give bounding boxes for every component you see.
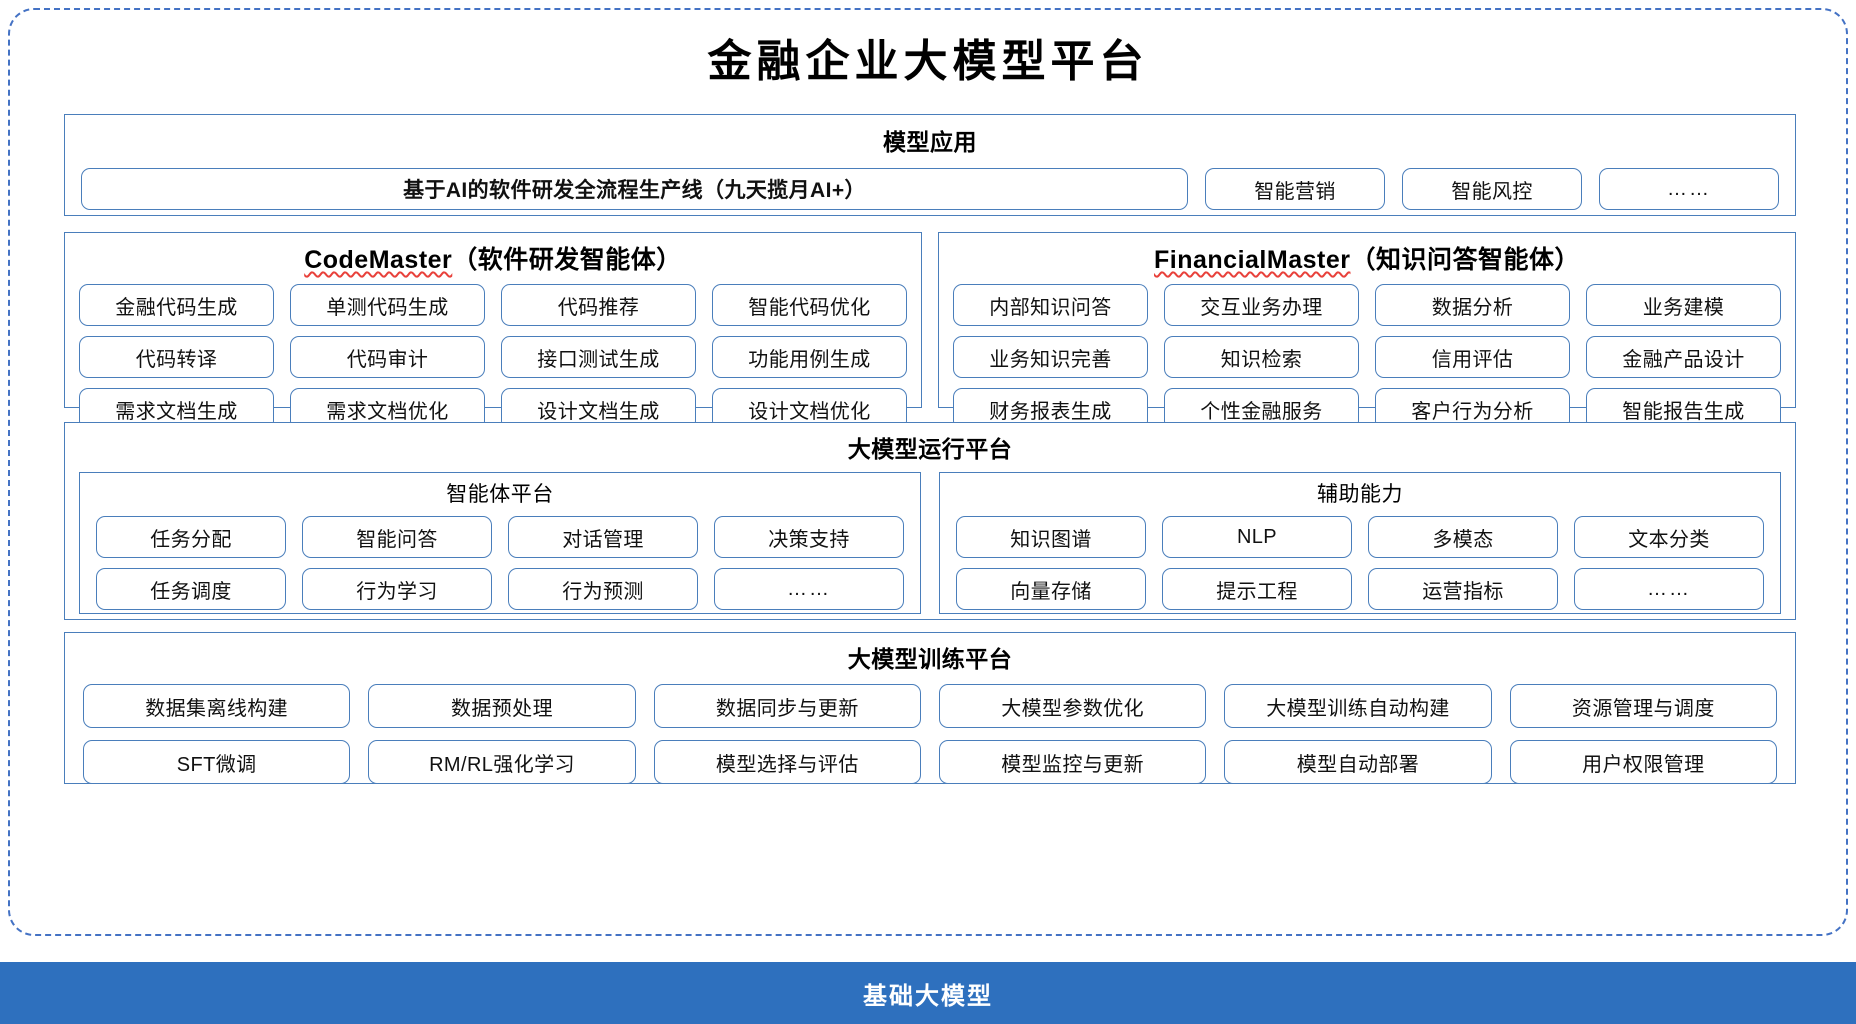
codemaster-title-cn: （软件研发智能体） [452,246,682,274]
chip-more-applications[interactable]: …… [1599,168,1779,210]
codemaster-panel: CodeMaster（软件研发智能体） 金融代码生成 单测代码生成 代码推荐 智… [64,232,922,430]
chip-codemaster-7[interactable]: 功能用例生成 [712,336,907,378]
agent-platform-subpanel: 智能体平台 任务分配 智能问答 对话管理 决策支持 任务调度 行为学习 行为预测… [79,472,921,614]
chip-ai-software-pipeline[interactable]: 基于AI的软件研发全流程生产线（九天揽月AI+） [81,168,1188,210]
chip-codemaster-5[interactable]: 代码审计 [290,336,485,378]
chip-agent-platform-0[interactable]: 任务分配 [96,516,286,558]
chip-codemaster-4[interactable]: 代码转译 [79,336,274,378]
chip-training-0[interactable]: 数据集离线构建 [83,684,351,728]
chip-auxiliary-0[interactable]: 知识图谱 [956,516,1146,558]
chip-agent-platform-1[interactable]: 智能问答 [302,516,492,558]
training-platform-chip-grid: 数据集离线构建 数据预处理 数据同步与更新 大模型参数优化 大模型训练自动构建 … [83,684,1777,784]
chip-financialmaster-6[interactable]: 信用评估 [1375,336,1570,378]
base-model-label: 基础大模型 [863,982,993,1010]
auxiliary-capability-title: 辅助能力 [1317,483,1403,506]
agent-platform-chip-grid: 任务分配 智能问答 对话管理 决策支持 任务调度 行为学习 行为预测 …… [96,516,904,610]
chip-codemaster-1[interactable]: 单测代码生成 [290,284,485,326]
chip-agent-platform-2[interactable]: 对话管理 [508,516,698,558]
financialmaster-title: FinancialMaster（知识问答智能体） [953,240,1781,276]
page-title: 金融企业大模型平台 [707,37,1149,86]
financialmaster-panel: FinancialMaster（知识问答智能体） 内部知识问答 交互业务办理 数… [938,232,1796,430]
training-platform-title: 大模型训练平台 [847,646,1013,672]
chip-financialmaster-3[interactable]: 业务建模 [1586,284,1781,326]
runtime-platform-title: 大模型运行平台 [847,436,1013,462]
base-model-band: 基础大模型 [0,962,1856,1024]
auxiliary-capability-subpanel: 辅助能力 知识图谱 NLP 多模态 文本分类 向量存储 提示工程 运营指标 …… [939,472,1781,614]
auxiliary-capability-chip-grid: 知识图谱 NLP 多模态 文本分类 向量存储 提示工程 运营指标 …… [956,516,1764,610]
chip-auxiliary-more[interactable]: …… [1574,568,1764,610]
chip-agent-platform-3[interactable]: 决策支持 [714,516,904,558]
chip-training-11[interactable]: 用户权限管理 [1509,740,1777,784]
chip-auxiliary-4[interactable]: 向量存储 [956,568,1146,610]
chip-financialmaster-0[interactable]: 内部知识问答 [953,284,1148,326]
chip-financialmaster-4[interactable]: 业务知识完善 [953,336,1148,378]
runtime-subsections-row: 智能体平台 任务分配 智能问答 对话管理 决策支持 任务调度 行为学习 行为预测… [79,472,1781,614]
chip-training-9[interactable]: 模型监控与更新 [939,740,1207,784]
chip-training-1[interactable]: 数据预处理 [368,684,636,728]
chip-training-5[interactable]: 资源管理与调度 [1509,684,1777,728]
financialmaster-chip-grid: 内部知识问答 交互业务办理 数据分析 业务建模 业务知识完善 知识检索 信用评估… [953,284,1781,430]
codemaster-chip-grid: 金融代码生成 单测代码生成 代码推荐 智能代码优化 代码转译 代码审计 接口测试… [79,284,907,430]
chip-training-8[interactable]: 模型选择与评估 [653,740,921,784]
chip-codemaster-3[interactable]: 智能代码优化 [712,284,907,326]
model-application-chip-row: 基于AI的软件研发全流程生产线（九天揽月AI+） 智能营销 智能风控 …… [81,168,1779,210]
model-application-panel: 模型应用 基于AI的软件研发全流程生产线（九天揽月AI+） 智能营销 智能风控 … [64,114,1796,216]
chip-training-7[interactable]: RM/RL强化学习 [368,740,636,784]
chip-agent-platform-4[interactable]: 任务调度 [96,568,286,610]
chip-codemaster-2[interactable]: 代码推荐 [501,284,696,326]
chip-training-4[interactable]: 大模型训练自动构建 [1224,684,1492,728]
chip-agent-platform-5[interactable]: 行为学习 [302,568,492,610]
chip-auxiliary-5[interactable]: 提示工程 [1162,568,1352,610]
chip-training-3[interactable]: 大模型参数优化 [939,684,1207,728]
model-application-title: 模型应用 [883,129,977,155]
codemaster-title-en: CodeMaster [304,246,453,274]
runtime-platform-panel: 大模型运行平台 智能体平台 任务分配 智能问答 对话管理 决策支持 任务调度 行… [64,422,1796,620]
training-platform-panel: 大模型训练平台 数据集离线构建 数据预处理 数据同步与更新 大模型参数优化 大模… [64,632,1796,784]
chip-auxiliary-3[interactable]: 文本分类 [1574,516,1764,558]
financialmaster-title-cn: （知识问答智能体） [1350,246,1580,274]
agent-platform-title: 智能体平台 [446,483,554,506]
chip-training-2[interactable]: 数据同步与更新 [653,684,921,728]
chip-auxiliary-1[interactable]: NLP [1162,516,1352,558]
chip-agent-platform-more[interactable]: …… [714,568,904,610]
chip-financialmaster-1[interactable]: 交互业务办理 [1164,284,1359,326]
chip-smart-marketing[interactable]: 智能营销 [1205,168,1385,210]
chip-training-10[interactable]: 模型自动部署 [1224,740,1492,784]
agent-panels-row: CodeMaster（软件研发智能体） 金融代码生成 单测代码生成 代码推荐 智… [64,232,1796,430]
financialmaster-title-en: FinancialMaster [1154,246,1351,274]
diagram-outer-frame: 金融企业大模型平台 模型应用 基于AI的软件研发全流程生产线（九天揽月AI+） … [8,8,1848,936]
chip-auxiliary-2[interactable]: 多模态 [1368,516,1558,558]
chip-smart-risk-control[interactable]: 智能风控 [1402,168,1582,210]
chip-codemaster-0[interactable]: 金融代码生成 [79,284,274,326]
codemaster-title: CodeMaster（软件研发智能体） [79,240,907,276]
chip-agent-platform-6[interactable]: 行为预测 [508,568,698,610]
chip-training-6[interactable]: SFT微调 [83,740,351,784]
chip-financialmaster-7[interactable]: 金融产品设计 [1586,336,1781,378]
chip-auxiliary-6[interactable]: 运营指标 [1368,568,1558,610]
chip-financialmaster-5[interactable]: 知识检索 [1164,336,1359,378]
chip-codemaster-6[interactable]: 接口测试生成 [501,336,696,378]
chip-financialmaster-2[interactable]: 数据分析 [1375,284,1570,326]
